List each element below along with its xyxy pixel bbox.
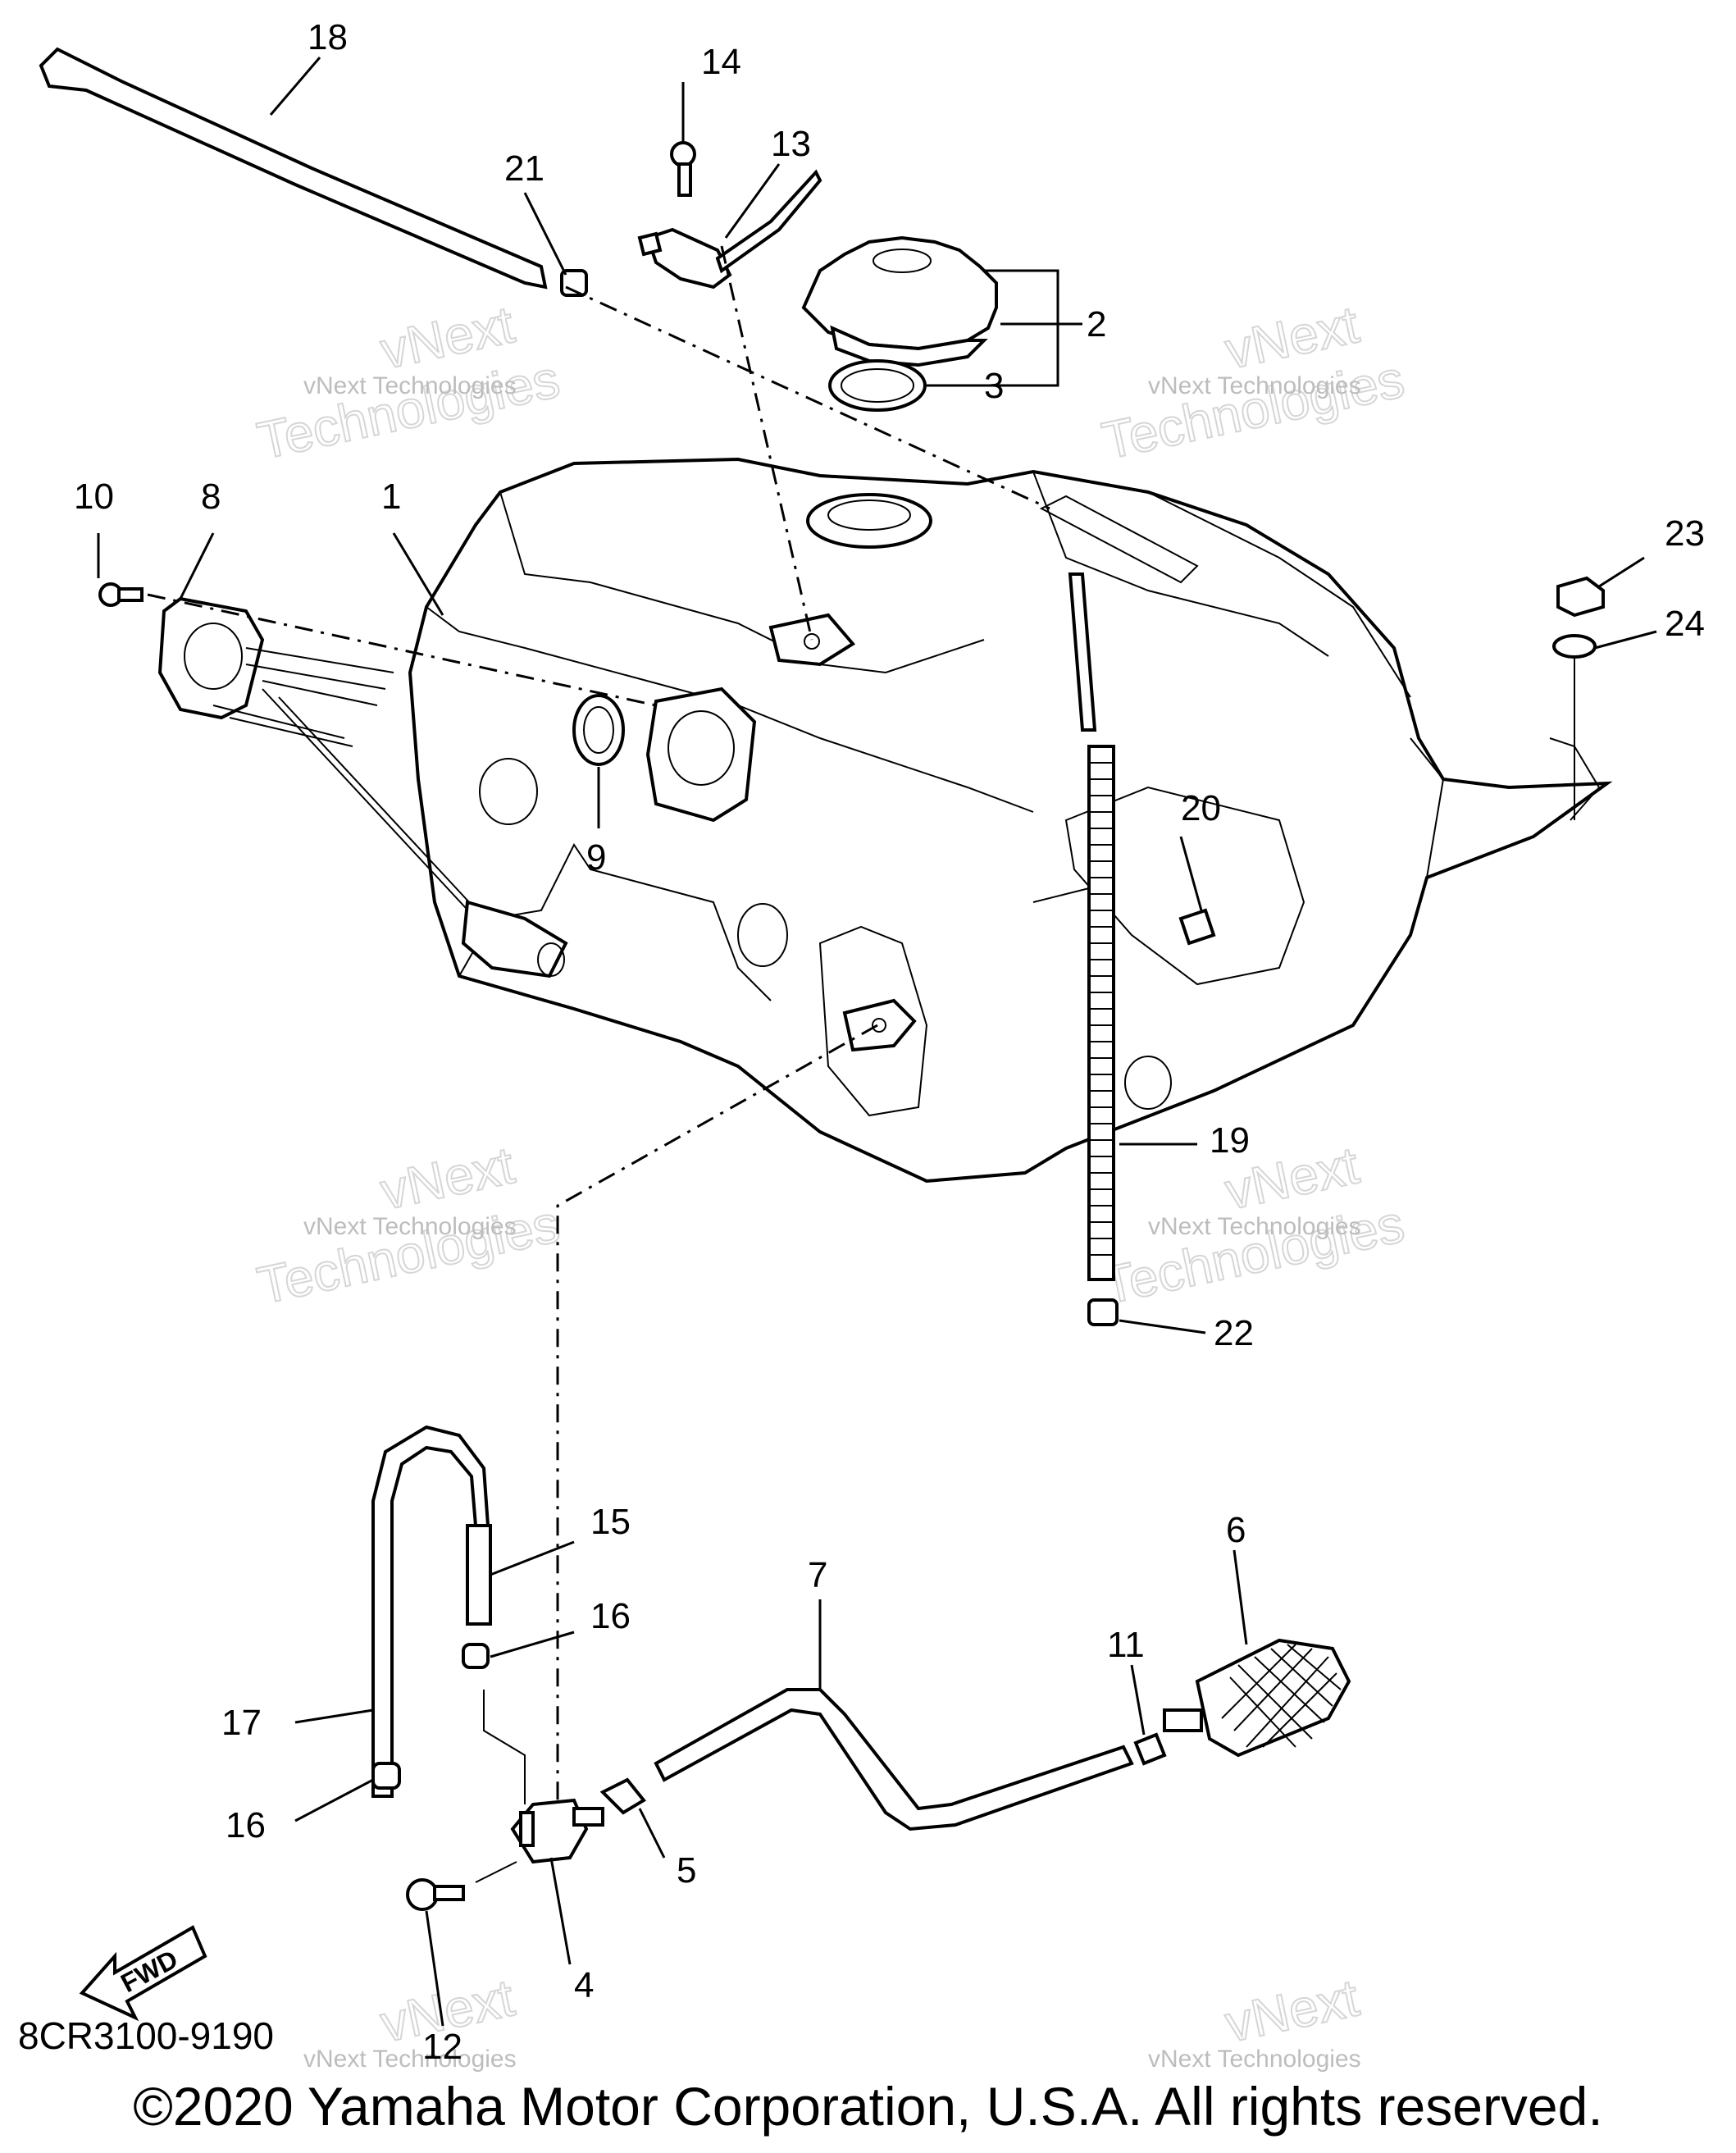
callout-labels: 18 14 13 21 2 3 10 8 1 9 23 24 20 19 22 … [74,17,1705,2067]
filler-neck [806,493,932,549]
copyright-notice: ©2020 Yamaha Motor Corporation, U.S.A. A… [133,2076,1603,2137]
nut [1556,576,1605,618]
forward-arrow-icon: FWD [79,1925,207,2022]
watermark-vnext: vNext [1220,1968,1364,2053]
fuel-tank [408,457,1613,1184]
callout-16-lower: 16 [226,1805,266,1845]
pump-seal [572,694,625,766]
callout-6: 6 [1226,1510,1246,1550]
hose-end-cap [1087,1298,1119,1326]
callout-13: 13 [771,124,811,164]
watermark-top-right: vNext Technologies vNext Technologies [1096,294,1410,471]
callout-9: 9 [586,837,606,878]
callout-5: 5 [677,1850,696,1891]
callout-17: 17 [221,1703,262,1743]
callout-10: 10 [74,477,114,517]
callout-21: 22 [1214,1313,1254,1353]
fuel-filter [1163,1638,1351,1758]
watermark-text: vNext Technologies [1148,372,1361,399]
callout-15: 15 [590,1502,631,1542]
filter-clip [1133,1732,1167,1766]
hose-clip-upper [462,1643,490,1669]
callout-3: 3 [984,366,1004,406]
callout-12: 12 [422,2027,462,2067]
watermark-bottom-right: vNext vNext Technologies [1148,1967,1365,2073]
leader-lines [97,57,1657,2027]
vent-joint [637,169,822,290]
fuel-pipe-joint [599,1777,646,1815]
watermark-mid-left: vNext Technologies vNext Technologies [252,1134,565,1316]
fuel-hose-7 [654,1688,1134,1831]
watermark-text: vNext Technologies [303,372,517,399]
pump-screw [98,582,144,607]
overflow-hose [1087,745,1115,1281]
damper [1178,908,1216,946]
fuel-hose-15 [466,1524,492,1626]
callout-19: 19 [1210,1120,1250,1161]
callout-18: 18 [308,17,348,57]
watermark-text: vNext Technologies [1148,1213,1361,1240]
washer [1552,634,1597,659]
watermark-mid-right: vNext Technologies vNext Technologies [1096,1134,1410,1316]
callout-2: 2 [1087,304,1106,344]
callout-23: 24 [1665,604,1705,644]
callout-7: 7 [808,1555,827,1595]
watermark-text: vNext Technologies [303,1213,517,1240]
callout-11: 11 [1107,1625,1145,1665]
callout-1: 1 [381,477,401,517]
fuel-cap [801,235,998,367]
callout-14: 14 [701,42,741,82]
fuel-cock [510,1798,604,1864]
hose-clip-lower [371,1762,401,1790]
watermark-text: vNext Technologies [1148,2046,1361,2073]
cock-bolt [406,1878,465,1911]
callout-20: 21 [504,148,544,189]
watermark-text: vNext Technologies [303,2046,517,2073]
fuel-pump-plate [157,596,493,928]
callout-24: 20 [1181,788,1221,828]
fuel-pump-body [461,900,568,978]
callout-4: 4 [574,1965,594,2005]
watermark-bottom-left: vNext vNext Technologies [303,1967,520,2073]
callout-8: 8 [201,477,221,517]
watermark-top-left: vNext Technologies vNext Technologies [252,294,565,471]
diagram-part-number: 8CR3100-9190 [18,2014,275,2057]
callout-16-upper: 16 [590,1596,631,1636]
joint-screw [670,141,696,197]
vent-hose [39,47,548,290]
callout-22: 23 [1665,513,1705,554]
